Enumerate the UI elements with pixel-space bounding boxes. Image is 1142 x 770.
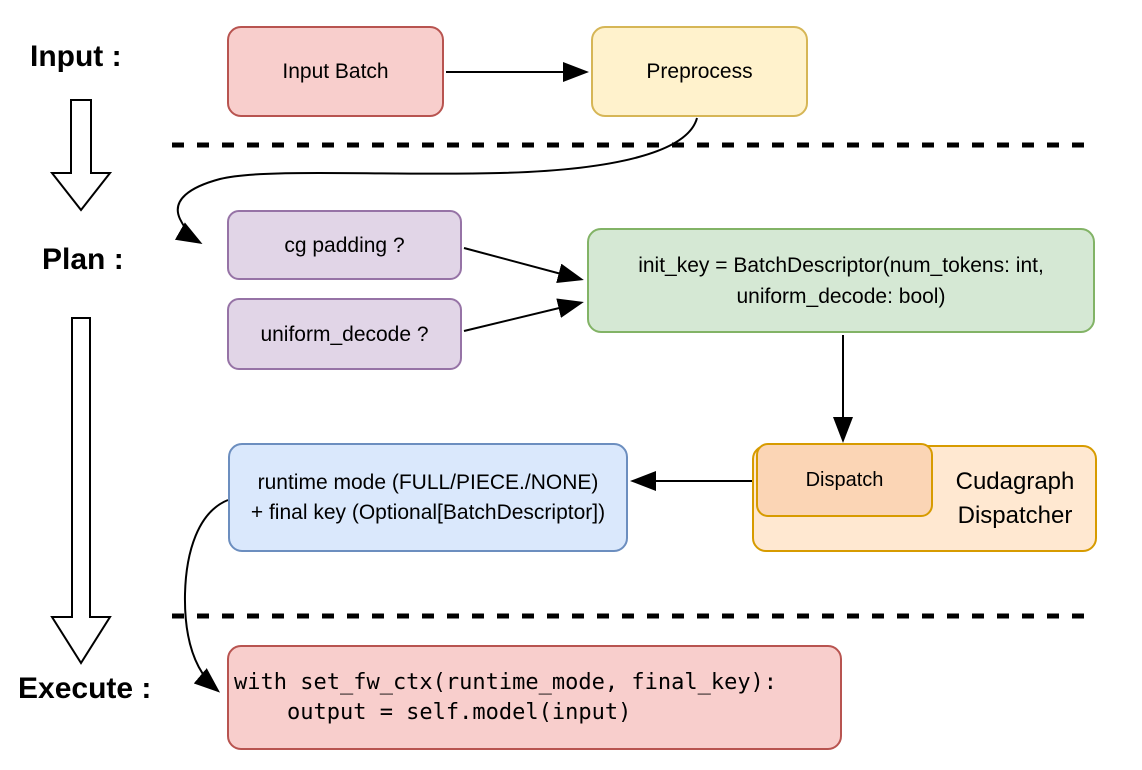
node-cg-padding: cg padding ? xyxy=(227,210,462,280)
node-init-key-line1: init_key = BatchDescriptor(num_tokens: i… xyxy=(638,253,1044,277)
node-input-batch: Input Batch xyxy=(227,26,444,117)
node-execute-code-line1: with set_fw_ctx(runtime_mode, final_key)… xyxy=(234,669,778,695)
node-execute-code-line2: output = self.model(input) xyxy=(234,699,632,725)
node-dispatch-label: Dispatch xyxy=(805,468,884,491)
node-uniform-decode-label: uniform_decode ? xyxy=(260,322,429,346)
node-init-key-line2: uniform_decode: bool) xyxy=(736,284,946,308)
arrow-runtime-mode-to-execute-code xyxy=(183,499,229,693)
node-preprocess: Preprocess xyxy=(591,26,808,117)
node-runtime-mode-line1: runtime mode (FULL/PIECE./NONE) xyxy=(257,470,599,494)
node-runtime-mode: runtime mode (FULL/PIECE./NONE) + final … xyxy=(228,443,628,552)
input-to-plan-arrow xyxy=(49,99,113,212)
node-cg-padding-label: cg padding ? xyxy=(284,233,405,257)
node-init-key-label: init_key = BatchDescriptor(num_tokens: i… xyxy=(638,250,1044,312)
node-dispatch: Dispatch xyxy=(756,443,933,517)
node-init-key: init_key = BatchDescriptor(num_tokens: i… xyxy=(587,228,1095,333)
node-input-batch-label: Input Batch xyxy=(282,60,389,83)
arrow-uniform-decode-to-init-key xyxy=(463,298,584,332)
node-cudagraph-dispatcher-line1: Cudagraph xyxy=(955,467,1075,495)
node-cudagraph-dispatcher-line2: Dispatcher xyxy=(957,501,1073,529)
node-execute-code: with set_fw_ctx(runtime_mode, final_key)… xyxy=(227,645,842,750)
arrow-preprocess-to-cg-padding xyxy=(174,117,698,244)
node-uniform-decode: uniform_decode ? xyxy=(227,298,462,370)
phase-label-plan: Plan : xyxy=(42,243,124,276)
phase-label-execute: Execute : xyxy=(18,672,152,705)
node-cudagraph-dispatcher-label: Cudagraph Dispatcher xyxy=(933,445,1097,552)
node-preprocess-label: Preprocess xyxy=(646,60,753,83)
node-runtime-mode-line2: + final key (Optional[BatchDescriptor]) xyxy=(250,500,606,524)
node-runtime-mode-label: runtime mode (FULL/PIECE./NONE) + final … xyxy=(251,468,605,528)
plan-to-execute-arrow xyxy=(50,317,112,665)
arrow-cg-padding-to-init-key xyxy=(463,247,584,283)
phase-label-input: Input : xyxy=(30,40,122,73)
